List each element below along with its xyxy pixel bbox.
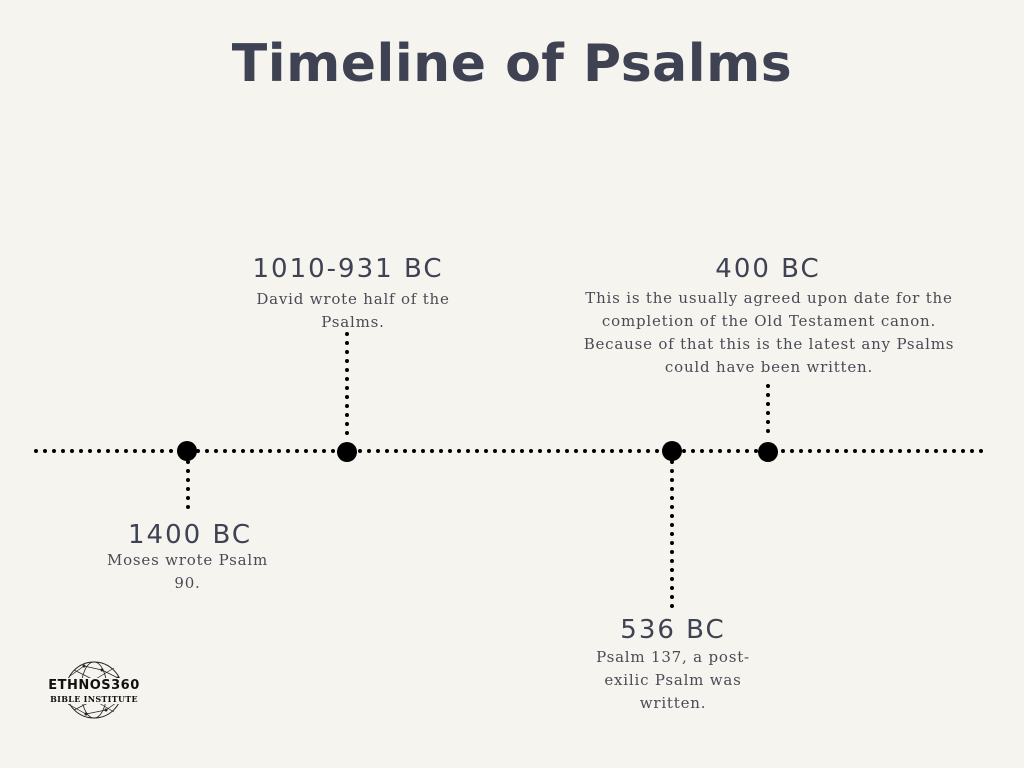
- page-title: Timeline of Psalms: [231, 34, 793, 94]
- logo-subtitle: BIBLE INSTITUTE: [50, 694, 138, 704]
- event-year-400bc: 400 BC: [715, 254, 821, 284]
- ethnos360-logo: ETHNOS360 BIBLE INSTITUTE: [44, 658, 144, 722]
- event-desc-536bc: Psalm 137, a post-exilic Psalm was writt…: [596, 648, 750, 712]
- event-desc-400bc: This is the usually agreed upon date for…: [583, 289, 955, 376]
- marker-1010bc: [337, 442, 357, 462]
- marker-536bc: [662, 441, 682, 461]
- event-desc-1010bc: David wrote half of the Psalms.: [256, 290, 450, 331]
- event-year-536bc: 536 BC: [620, 615, 726, 645]
- event-desc-1400bc: Moses wrote Psalm 90.: [106, 551, 269, 592]
- event-year-1010bc: 1010-931 BC: [252, 254, 444, 284]
- event-year-1400bc: 1400 BC: [128, 520, 252, 550]
- marker-400bc: [758, 442, 778, 462]
- globe-icon: [48, 661, 140, 719]
- marker-1400bc: [177, 441, 197, 461]
- logo-wordmark: ETHNOS360: [48, 678, 140, 693]
